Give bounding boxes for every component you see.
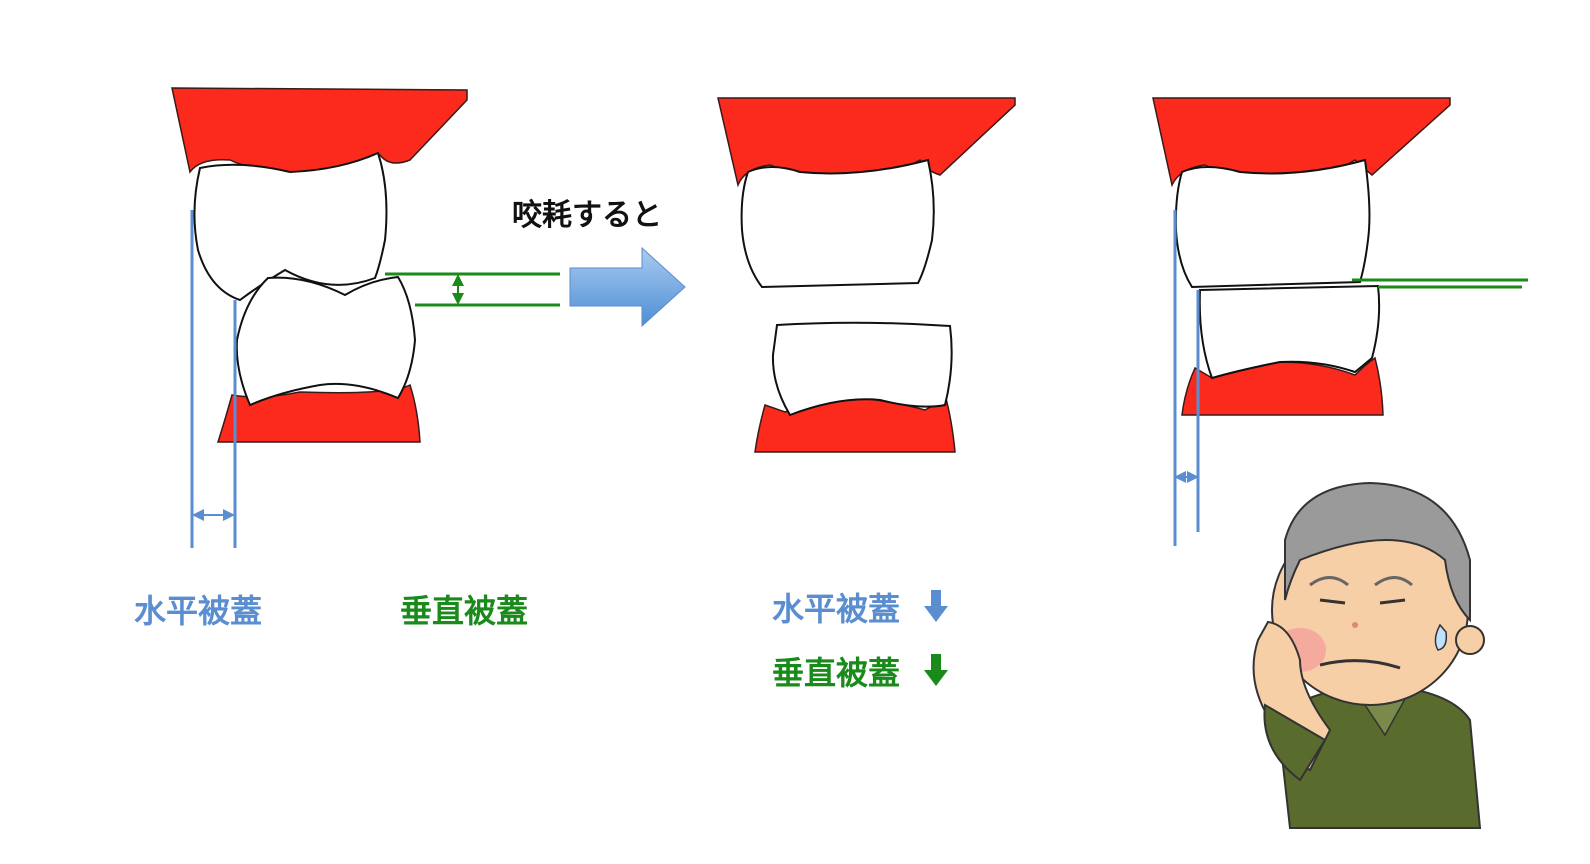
upper-gum bbox=[171, 87, 468, 174]
upper-tooth bbox=[193, 151, 388, 302]
lower-tooth bbox=[771, 321, 953, 417]
horizontal-overlap-decrease-label: 水平被蓋 bbox=[772, 590, 900, 628]
upper-tooth bbox=[740, 158, 935, 289]
lower-tooth bbox=[1198, 284, 1381, 380]
lower-tooth bbox=[235, 275, 417, 407]
vertical-overlap-label: 垂直被蓋 bbox=[400, 592, 528, 630]
upper-tooth bbox=[1174, 158, 1371, 289]
transition-arrow-icon bbox=[569, 246, 686, 328]
elderly-man-illustration bbox=[1252, 481, 1485, 829]
down-arrow-icon-green bbox=[924, 654, 948, 686]
down-arrow-icon-blue bbox=[924, 590, 948, 622]
reduced-overlap-figure bbox=[1152, 97, 1528, 546]
arrow-caption: 咬耗すると bbox=[512, 198, 662, 233]
horizontal-overlap-label: 水平被蓋 bbox=[134, 592, 262, 630]
vertical-overlap-decrease-label: 垂直被蓋 bbox=[772, 654, 900, 692]
normal-bite-figure bbox=[171, 87, 560, 548]
worn-teeth-figure bbox=[717, 97, 1016, 453]
